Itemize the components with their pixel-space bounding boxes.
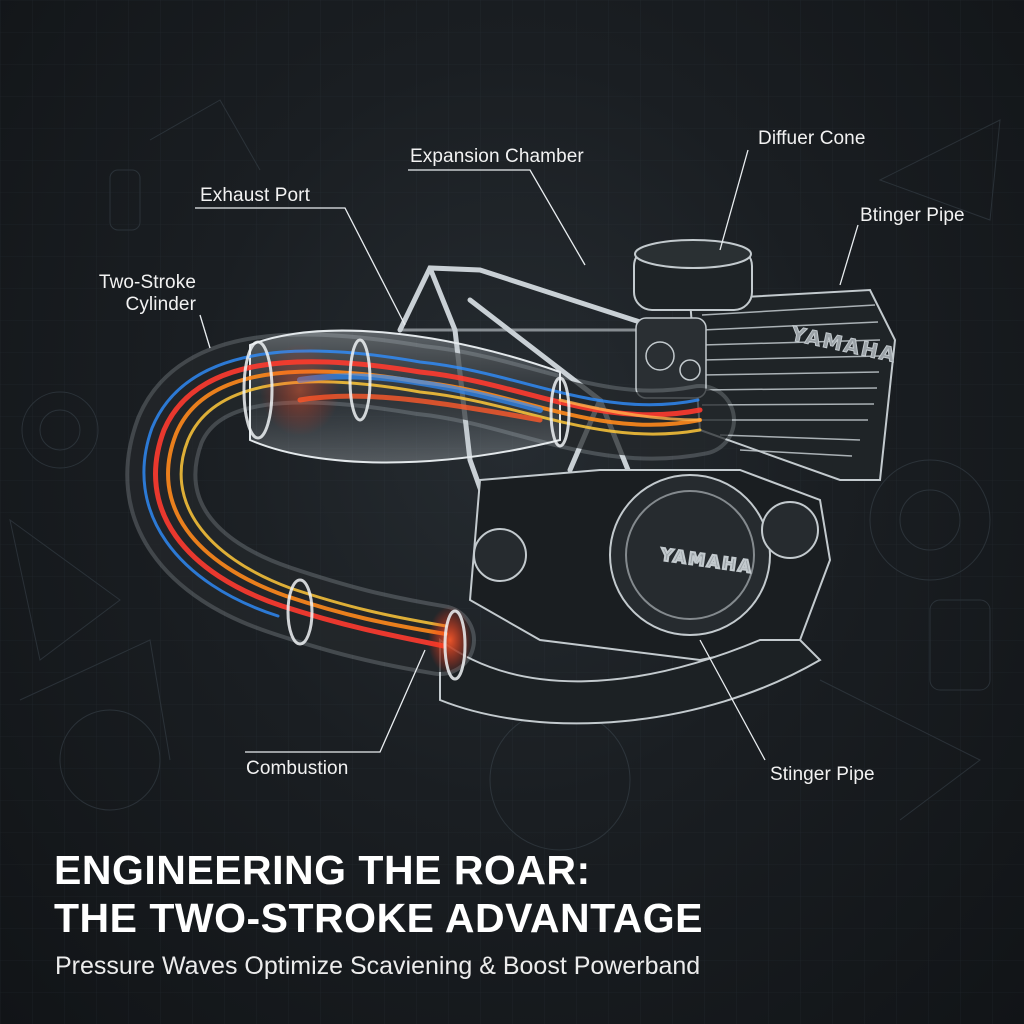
- page-title-line2: THE TWO-STROKE ADVANTAGE: [54, 895, 703, 941]
- callout-leaders: [195, 149, 859, 761]
- page-subtitle: Pressure Waves Optimize Scaviening & Boo…: [55, 952, 701, 980]
- label-expansion-chamber: Expansion Chamber: [410, 146, 584, 167]
- combustion-glow: [428, 606, 472, 674]
- pipe-collars: [242, 338, 571, 681]
- label-two-stroke-cylinder-line1: Two-Stroke: [98, 272, 196, 293]
- lower-pipe: [439, 638, 822, 725]
- page-title: ENGINEERING THE ROAR: THE TWO-STROKE ADV…: [54, 846, 703, 942]
- label-diffuser-cone: Diffuer Cone: [758, 128, 866, 149]
- airbox: [633, 239, 753, 311]
- label-exhaust-port: Exhaust Port: [200, 185, 310, 206]
- label-stinger-pipe-bottom: Stinger Pipe: [770, 764, 875, 785]
- cylinder-block: YAMAHA: [688, 288, 900, 481]
- crankcase: YAMAHA: [468, 469, 832, 662]
- label-two-stroke-cylinder-line2: Cylinder: [125, 294, 196, 315]
- page-title-line1: ENGINEERING THE ROAR:: [54, 847, 591, 893]
- label-stinger-pipe-top: Btinger Pipe: [860, 205, 965, 226]
- label-combustion: Combustion: [246, 758, 349, 779]
- label-two-stroke-cylinder: Two-Stroke Cylinder: [56, 272, 196, 316]
